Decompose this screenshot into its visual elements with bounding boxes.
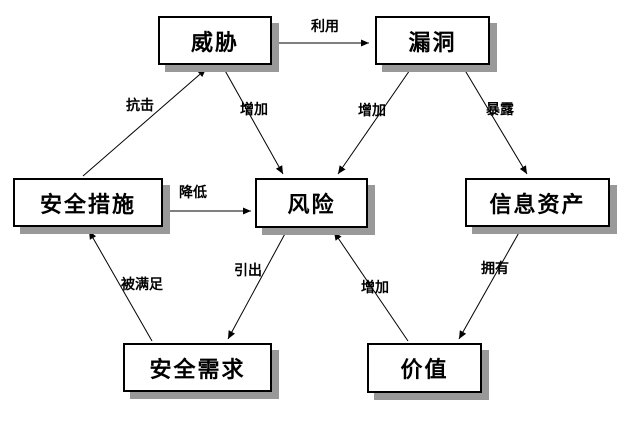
edge-label-own: 拥有 xyxy=(481,261,509,277)
edge-label-be-satisfied: 被满足 xyxy=(121,277,163,293)
edge-label-threat-increase: 增加 xyxy=(240,102,268,118)
edge-be-satisfied-line xyxy=(88,230,153,342)
edge-vuln-increase-line xyxy=(337,66,413,175)
node-value: 价值 xyxy=(367,343,482,393)
edge-label-expose: 暴露 xyxy=(486,102,514,118)
node-vulnerability: 漏洞 xyxy=(375,16,490,65)
node-information-assets: 信息资产 xyxy=(465,178,610,227)
edge-own-line xyxy=(458,228,522,340)
edge-label-value-increase: 增加 xyxy=(361,280,389,296)
edge-label-lead-to: 引出 xyxy=(234,263,262,279)
edge-expose-line xyxy=(462,66,528,175)
node-security-requirements: 安全需求 xyxy=(123,343,272,392)
edge-label-resist: 抗击 xyxy=(126,98,154,114)
edge-resist-line xyxy=(82,68,207,177)
edge-lead-to-line xyxy=(227,229,288,340)
edge-label-reduce: 降低 xyxy=(179,185,207,201)
edge-label-vuln-increase: 增加 xyxy=(358,103,386,119)
node-security-measures: 安全措施 xyxy=(13,178,163,227)
edge-threat-increase-line xyxy=(222,66,284,175)
edge-label-exploit: 利用 xyxy=(311,19,339,35)
node-risk: 风险 xyxy=(255,178,368,228)
edge-value-increase-line xyxy=(333,231,409,342)
node-threat: 威胁 xyxy=(158,16,272,65)
